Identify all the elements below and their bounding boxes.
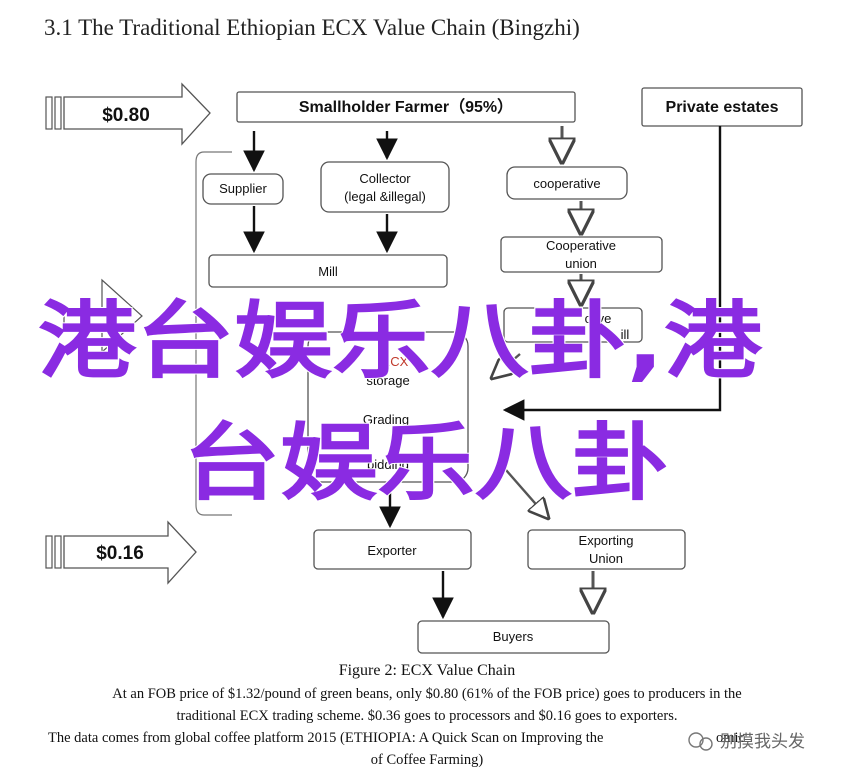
- price-arrow-top: $0.80: [45, 82, 211, 146]
- collector-sublabel: (legal &illegal): [344, 189, 426, 204]
- private-estates-box: Private estates: [641, 87, 803, 127]
- collector-box: Collector (legal &illegal): [320, 161, 450, 213]
- watermark: 别摸我头发: [688, 732, 805, 752]
- buyers-box: Buyers: [417, 620, 610, 654]
- supplier-box: Supplier: [202, 173, 284, 205]
- cooperative-union-label: Cooperative: [546, 238, 616, 253]
- caption-line-2: traditional ECX trading scheme. $0.36 go…: [177, 708, 678, 724]
- grading-label: Grading: [363, 412, 409, 427]
- private-estates-label: Private estates: [666, 99, 779, 116]
- cooperative-union-box: Cooperative union: [500, 236, 663, 273]
- overlay-text: 港台娱乐八卦,港 台娱乐八卦: [37, 291, 764, 513]
- exporting-union-box: Exporting Union: [527, 529, 686, 570]
- cooperative-union-sublabel: union: [565, 256, 597, 271]
- caption-line-3-fragment: omic: [716, 730, 745, 746]
- price-top-label: $0.80: [102, 105, 150, 126]
- exporting-union-label: Exporting: [579, 533, 634, 548]
- mill-label: Mill: [318, 264, 338, 279]
- supplier-label: Supplier: [219, 181, 267, 196]
- exporting-union-sublabel: Union: [589, 551, 623, 566]
- price-arrow-bottom: $0.16: [45, 520, 197, 585]
- buyers-label: Buyers: [493, 629, 534, 644]
- price-arrow-middle: [63, 278, 143, 354]
- exporter-box: Exporter: [313, 529, 472, 570]
- caption-line-1: At an FOB price of $1.32/pound of green …: [112, 686, 741, 702]
- ecx-label: ECX: [382, 354, 409, 369]
- collector-label: Collector: [359, 171, 411, 186]
- ecx-box: ECX storage Grading bidding: [307, 331, 469, 483]
- storage-label: storage: [366, 373, 409, 388]
- dry-mill-sublabel: ill: [621, 327, 630, 342]
- arrow-ecx-exporting-union: [505, 469, 548, 518]
- processor-bracket: [195, 151, 232, 516]
- caption-line-4: of Coffee Farming): [371, 752, 484, 768]
- price-bottom-label: $0.16: [96, 543, 144, 564]
- smallholder-farmer-box: Smallholder Farmer（95%）: [236, 91, 576, 123]
- page-title: 3.1 The Traditional Ethiopian ECX Value …: [44, 15, 580, 40]
- overlay-line-2: 台娱乐八卦: [183, 414, 669, 512]
- caption-line-3: The data comes from global coffee platfo…: [48, 730, 603, 746]
- exporter-label: Exporter: [367, 543, 417, 558]
- figure-title: Figure 2: ECX Value Chain: [339, 662, 516, 679]
- wechat-icon: [688, 732, 704, 748]
- dry-mill-label: ctive: [585, 311, 612, 326]
- arrow-estates-ecx: [502, 126, 722, 421]
- overlay-line-1: 港台娱乐八卦,港: [38, 292, 763, 390]
- smallholder-farmer-label: Smallholder Farmer（95%）: [299, 98, 513, 116]
- bidding-label: bidding: [367, 457, 409, 472]
- watermark-text: 别摸我头发: [720, 732, 805, 752]
- mill-box: Mill: [208, 254, 448, 288]
- cooperative-box: cooperative: [506, 166, 628, 200]
- dry-mill-box: ctive ill: [503, 307, 643, 343]
- cooperative-label: cooperative: [533, 176, 600, 191]
- arrow-drymill-ecx: [492, 353, 521, 378]
